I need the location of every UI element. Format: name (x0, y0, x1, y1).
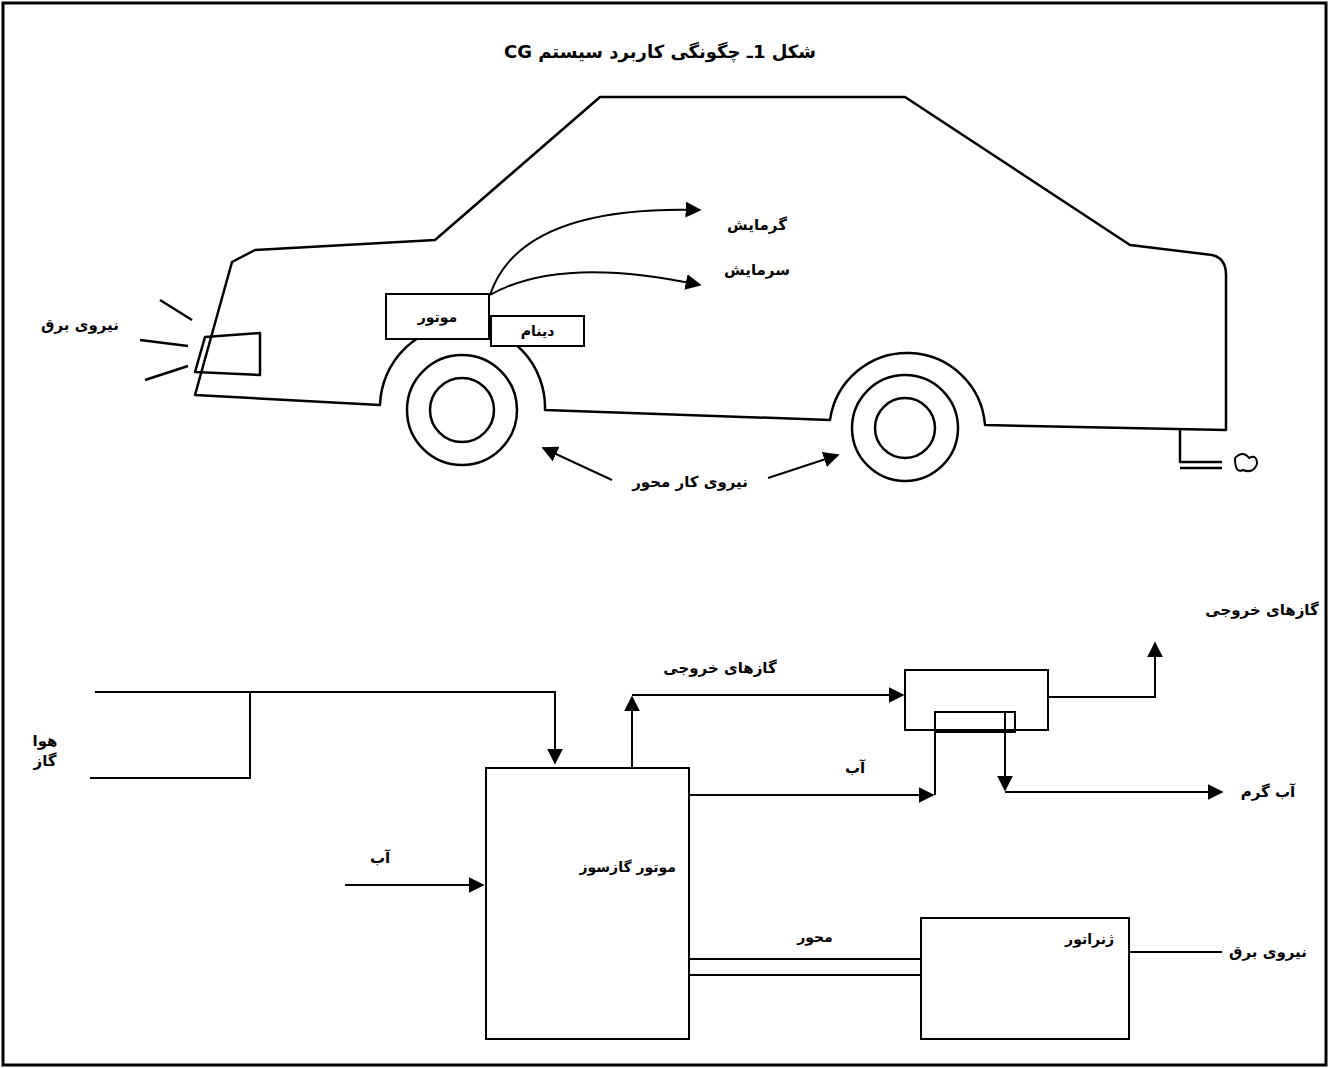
edge-label: محور (795, 929, 835, 946)
label: آب گرم (1239, 783, 1298, 801)
cool-arrow (490, 272, 700, 295)
power-arrow (768, 455, 838, 478)
rear-hub (875, 398, 935, 458)
label: آب (368, 849, 392, 867)
label: هوا (31, 732, 60, 750)
exhaust-pipe (1180, 430, 1222, 468)
headlight (195, 333, 260, 375)
water-line (690, 794, 933, 796)
box-label: ژنراتور (1065, 931, 1114, 947)
front-wheel (407, 355, 517, 465)
rear-wheel (852, 375, 958, 481)
car-body (195, 97, 1226, 430)
hot-water (1004, 712, 1006, 790)
exhaust-line (631, 697, 633, 767)
hot-water (1005, 791, 1222, 793)
exhaust-line (632, 694, 903, 696)
box-label: دینام (521, 323, 555, 339)
process-box: موتور (385, 293, 490, 340)
process-box: دینام (490, 315, 585, 347)
power-arrow (543, 448, 612, 480)
heat-exchanger (905, 670, 1048, 730)
process-box: موتور گازسوز (485, 767, 690, 1040)
frame (3, 3, 1326, 1065)
label: گاز (32, 752, 59, 770)
front-hub (430, 378, 494, 442)
label: گرمایش (725, 216, 789, 234)
label: نیروی برق (1227, 943, 1309, 961)
label: نیروی برق (39, 316, 121, 334)
label: آب (843, 759, 867, 777)
figure-title: شکل 1ـ چگونگی کاربرد سیستم CG (502, 41, 818, 63)
light-ray (140, 300, 192, 380)
exhaust-puff (1235, 454, 1257, 471)
heat-coil (935, 712, 1015, 732)
label: سرمایش (722, 261, 792, 279)
shaft-connector (690, 959, 920, 975)
water-line (934, 712, 936, 795)
exhaust-out (1048, 643, 1155, 697)
box-label: موتور (418, 309, 458, 325)
label: گازهای خروجی (661, 659, 778, 677)
power-out (1130, 951, 1222, 953)
water-in (345, 884, 483, 886)
box-label: موتور گازسوز (580, 859, 676, 875)
label: نیروی کار محور (630, 473, 750, 491)
label: گازهای خروجی (1203, 601, 1320, 619)
air-line (95, 692, 555, 763)
gas-line (90, 692, 250, 778)
process-box: ژنراتور (920, 917, 1130, 1040)
heat-arrow (490, 210, 700, 295)
